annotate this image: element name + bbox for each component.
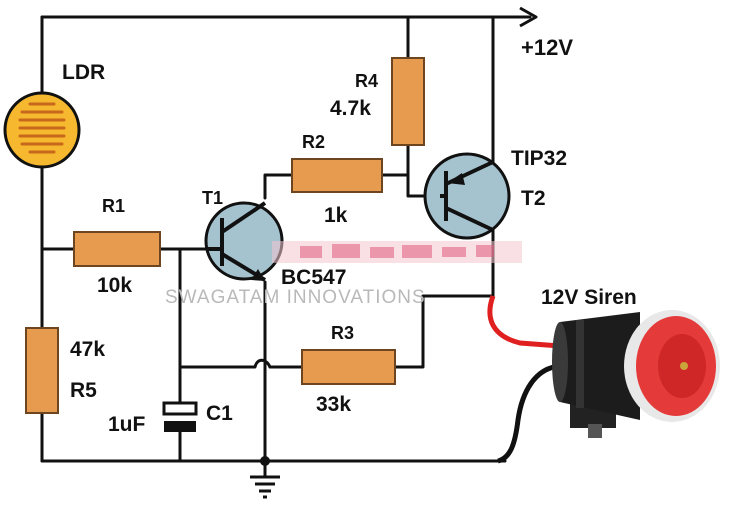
t1-name-label: T1 <box>202 188 223 208</box>
supply-arrow-icon <box>519 6 538 28</box>
t2-part-label: TIP32 <box>511 147 567 170</box>
r5-value-label: 47k <box>70 338 105 361</box>
r1-resistor <box>73 231 161 267</box>
siren-icon <box>487 295 720 464</box>
siren-label: 12V Siren <box>541 286 637 309</box>
r3-name-label: R3 <box>331 323 354 343</box>
r4-name-label: R4 <box>355 71 378 91</box>
ground-symbol-icon <box>250 475 280 499</box>
t1-collector-wire <box>263 173 294 200</box>
ldr-icon <box>3 91 81 169</box>
t2-transistor-icon <box>423 152 511 240</box>
t1-transistor-icon <box>204 201 284 282</box>
r5-name-label: R5 <box>70 379 97 402</box>
r4-resistor <box>391 57 425 146</box>
r4-value-label: 4.7k <box>330 97 371 120</box>
c1-value-label: 1uF <box>108 413 146 436</box>
watermark-text: SWAGATAM INNOVATIONS <box>165 287 426 308</box>
r5-resistor <box>25 327 59 414</box>
r3-crossover-wire <box>178 358 272 369</box>
supply-voltage-label: +12V <box>521 35 573 60</box>
r3-right-wire <box>393 294 495 369</box>
c1-capacitor-icon <box>162 401 198 432</box>
r2-resistor <box>291 158 383 193</box>
t1-part-label: BC547 <box>281 266 346 289</box>
r1-value-label: 10k <box>97 274 132 297</box>
r3-value-label: 33k <box>316 393 351 416</box>
r2-name-label: R2 <box>302 132 325 152</box>
blurred-url-smudges-icon <box>300 244 494 258</box>
c1-name-label: C1 <box>206 402 233 425</box>
t2-name-label: T2 <box>521 187 546 210</box>
ldr-label: LDR <box>62 61 105 84</box>
wires <box>40 6 538 478</box>
r2-value-label: 1k <box>324 204 348 227</box>
r1-name-label: R1 <box>102 196 125 216</box>
r3-resistor <box>301 349 396 385</box>
